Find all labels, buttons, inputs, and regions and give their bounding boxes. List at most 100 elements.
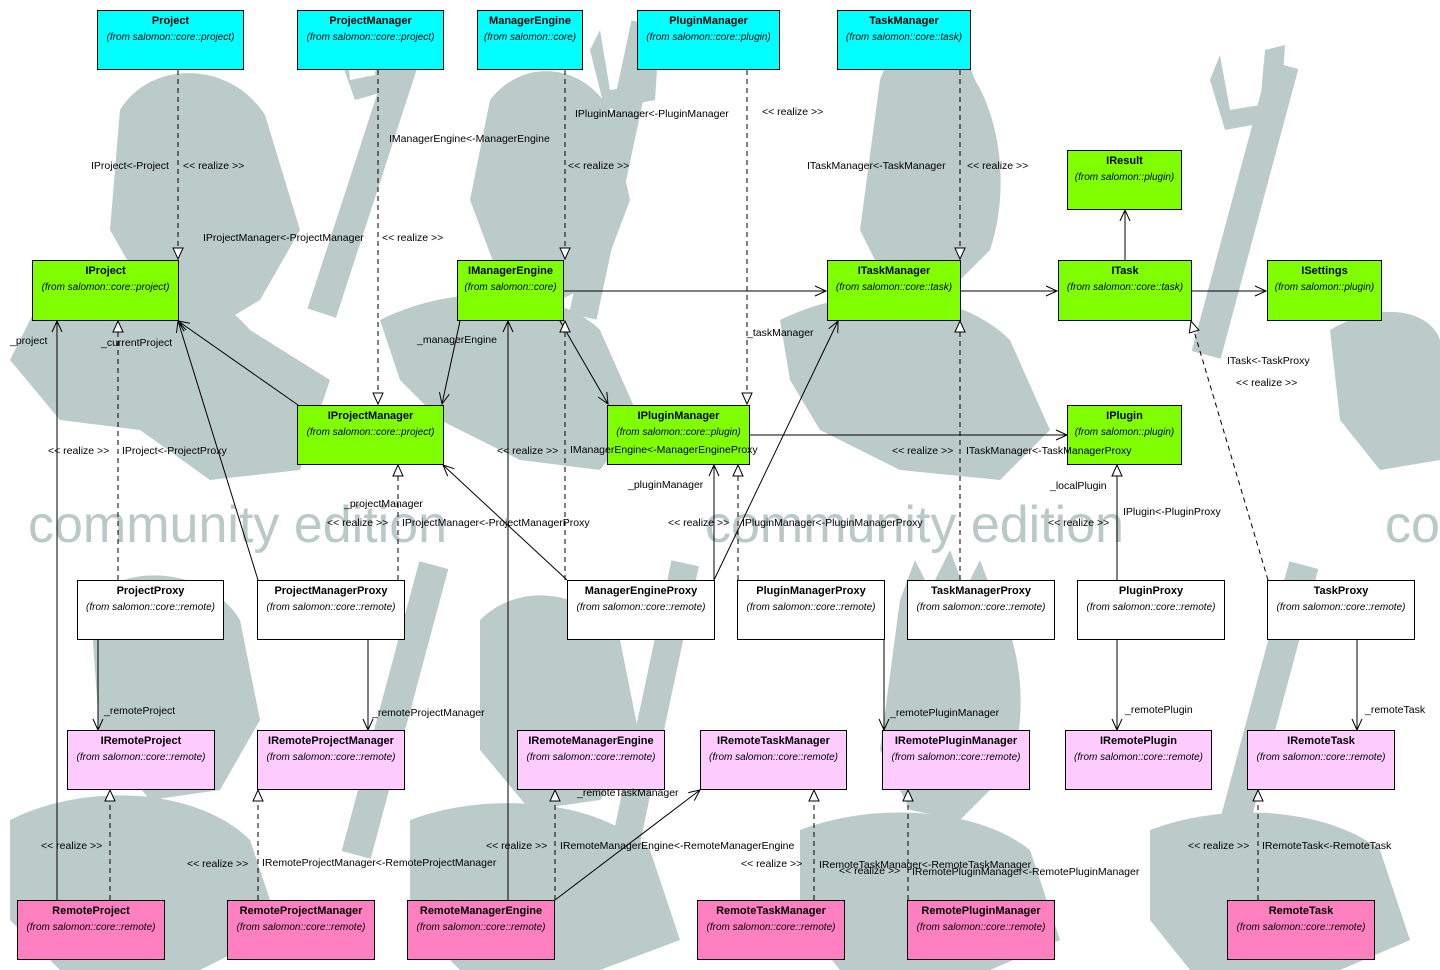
class-name: IPluginManager <box>637 410 720 422</box>
edge-label-realize: << realize >> <box>839 865 901 877</box>
class-package: (from salomon::core::remote) <box>746 602 876 613</box>
class-package: (from salomon::core) <box>483 32 577 43</box>
role-label: _remoteProjectManager <box>372 707 485 719</box>
interface-iremote-manager-engine[interactable]: IRemoteManagerEngine (from salomon::core… <box>517 730 665 790</box>
interface-iremote-task-manager[interactable]: IRemoteTaskManager (from salomon::core::… <box>700 730 847 790</box>
role-label: _pluginManager <box>628 479 704 491</box>
edge-label: IManagerEngine<-ManagerEngine <box>389 133 550 145</box>
edge-label-realize: << realize >> <box>486 840 548 852</box>
class-project-manager[interactable]: ProjectManager (from salomon::core::proj… <box>297 10 444 70</box>
edge-label: ITask<-TaskProxy <box>1227 355 1310 367</box>
class-task-proxy[interactable]: TaskProxy (from salomon::core::remote) <box>1267 580 1415 640</box>
interface-iplugin[interactable]: IPlugin (from salomon::plugin) <box>1067 405 1182 465</box>
edge-label: IPluginManager<-PluginManager <box>575 108 729 120</box>
edge-label: IRemoteManagerEngine<-RemoteManagerEngin… <box>560 840 795 852</box>
class-package: (from salomon::core::remote) <box>916 922 1046 933</box>
class-name: ITask <box>1111 265 1139 277</box>
class-package: (from salomon::core::remote) <box>1086 602 1216 613</box>
class-package: (from salomon::core::project) <box>306 32 435 43</box>
class-name: TaskManagerProxy <box>930 585 1032 597</box>
class-name: RemotePluginManager <box>921 905 1041 917</box>
role-label: _remotePlugin <box>1125 704 1193 716</box>
class-name: TaskManager <box>869 15 939 27</box>
class-task-manager-proxy[interactable]: TaskManagerProxy (from salomon::core::re… <box>907 580 1055 640</box>
edge-label: IManagerEngine<-ManagerEngineProxy <box>570 444 758 456</box>
class-name: PluginManagerProxy <box>756 585 866 597</box>
class-package: (from salomon::core::task) <box>835 282 953 293</box>
class-plugin-manager[interactable]: PluginManager (from salomon::core::plugi… <box>637 10 780 70</box>
edge-label-realize: << realize >> <box>41 840 103 852</box>
class-package: (from salomon::core::remote) <box>709 752 838 763</box>
class-name: ProjectManagerProxy <box>274 585 388 597</box>
edge-label: IProject<-ProjectProxy <box>122 445 227 457</box>
interface-iremote-project[interactable]: IRemoteProject (from salomon::core::remo… <box>67 730 215 790</box>
class-package: (from salomon::core::project) <box>306 427 435 438</box>
role-label: _managerEngine <box>417 334 497 346</box>
class-remote-task-manager[interactable]: RemoteTaskManager (from salomon::core::r… <box>697 900 845 960</box>
edge-label: ITaskManager<-TaskManager <box>807 160 946 172</box>
class-name: IRemoteTask <box>1287 735 1355 747</box>
class-name: IRemotePluginManager <box>894 735 1018 747</box>
interface-itask-manager[interactable]: ITaskManager (from salomon::core::task) <box>827 260 961 321</box>
edge-label-realize: << realize >> <box>1048 517 1110 529</box>
class-package: (from salomon::plugin) <box>1274 282 1375 293</box>
class-package: (from salomon::core) <box>464 282 557 293</box>
class-name: ITaskManager <box>857 265 931 277</box>
class-package: (from salomon::core::remote) <box>236 922 366 933</box>
class-name: IRemoteProjectManager <box>268 735 394 747</box>
interface-iremote-plugin-manager[interactable]: IRemotePluginManager (from salomon::core… <box>882 730 1030 790</box>
edge-label-realize: << realize >> <box>327 517 389 529</box>
class-package: (from salomon::core::remote) <box>1236 922 1366 933</box>
class-package: (from salomon::core::remote) <box>76 752 206 763</box>
role-label: _remoteProject <box>104 705 176 717</box>
edge-label: IRemoteProjectManager<-RemoteProjectMana… <box>262 857 497 869</box>
class-package: (from salomon::core::remote) <box>1256 752 1386 763</box>
class-name: IManagerEngine <box>468 265 553 277</box>
interface-iproject[interactable]: IProject (from salomon::core::project) <box>32 260 179 321</box>
class-package: (from salomon::core::project) <box>106 32 235 43</box>
class-package: (from salomon::core::remote) <box>1276 602 1406 613</box>
class-remote-plugin-manager[interactable]: RemotePluginManager (from salomon::core:… <box>907 900 1055 960</box>
interface-iremote-plugin[interactable]: IRemotePlugin (from salomon::core::remot… <box>1065 730 1212 790</box>
interface-iplugin-manager[interactable]: IPluginManager (from salomon::core::plug… <box>607 405 750 465</box>
edge-label-realize: << realize >> <box>1188 840 1250 852</box>
interface-imanager-engine[interactable]: IManagerEngine (from salomon::core) <box>457 260 564 321</box>
class-remote-task[interactable]: RemoteTask (from salomon::core::remote) <box>1227 900 1375 960</box>
interface-iremote-project-manager[interactable]: IRemoteProjectManager (from salomon::cor… <box>257 730 405 790</box>
class-project-proxy[interactable]: ProjectProxy (from salomon::core::remote… <box>77 580 224 640</box>
edge-label: IRemotePluginManager<-RemotePluginManage… <box>912 866 1140 878</box>
interface-iremote-task[interactable]: IRemoteTask (from salomon::core::remote) <box>1247 730 1395 790</box>
class-project[interactable]: Project (from salomon::core::project) <box>97 10 244 70</box>
class-package: (from salomon::core::remote) <box>266 752 396 763</box>
class-task-manager[interactable]: TaskManager (from salomon::core::task) <box>837 10 971 70</box>
edge-label: IPluginManager<-PluginManagerProxy <box>742 517 923 529</box>
role-label: _remoteTask <box>1365 704 1426 716</box>
edge-label-realize: << realize >> <box>382 232 444 244</box>
class-remote-manager-engine[interactable]: RemoteManagerEngine (from salomon::core:… <box>407 900 555 960</box>
class-name: IResult <box>1106 155 1143 167</box>
class-manager-engine[interactable]: ManagerEngine (from salomon::core) <box>477 10 583 70</box>
role-label: _projectManager <box>344 498 423 510</box>
class-plugin-proxy[interactable]: PluginProxy (from salomon::core::remote) <box>1077 580 1225 640</box>
edge-label-realize: << realize >> <box>967 160 1029 172</box>
class-name: RemoteProject <box>52 905 130 917</box>
class-plugin-manager-proxy[interactable]: PluginManagerProxy (from salomon::core::… <box>737 580 885 640</box>
interface-itask[interactable]: ITask (from salomon::core::task) <box>1058 260 1192 321</box>
class-package: (from salomon::core::task) <box>1066 282 1184 293</box>
interface-iproject-manager[interactable]: IProjectManager (from salomon::core::pro… <box>297 405 444 465</box>
edge-label: ITaskManager<-TaskManagerProxy <box>966 445 1132 457</box>
class-manager-engine-proxy[interactable]: ManagerEngineProxy (from salomon::core::… <box>567 580 715 640</box>
class-name: RemoteProjectManager <box>239 905 363 917</box>
class-remote-project[interactable]: RemoteProject (from salomon::core::remot… <box>17 900 165 960</box>
class-package: (from salomon::core::remote) <box>526 752 656 763</box>
class-project-manager-proxy[interactable]: ProjectManagerProxy (from salomon::core:… <box>257 580 405 640</box>
edge-label-realize: << realize >> <box>668 517 730 529</box>
class-package: (from salomon::core::remote) <box>26 922 156 933</box>
role-label: _remoteTaskManager <box>577 787 679 799</box>
class-name: RemoteManagerEngine <box>419 905 543 917</box>
class-package: (from salomon::plugin) <box>1074 172 1175 183</box>
interface-iresult[interactable]: IResult (from salomon::plugin) <box>1067 150 1182 210</box>
class-remote-project-manager[interactable]: RemoteProjectManager (from salomon::core… <box>227 900 375 960</box>
interface-isettings[interactable]: ISettings (from salomon::plugin) <box>1267 260 1382 321</box>
edge-label-realize: << realize >> <box>183 160 245 172</box>
